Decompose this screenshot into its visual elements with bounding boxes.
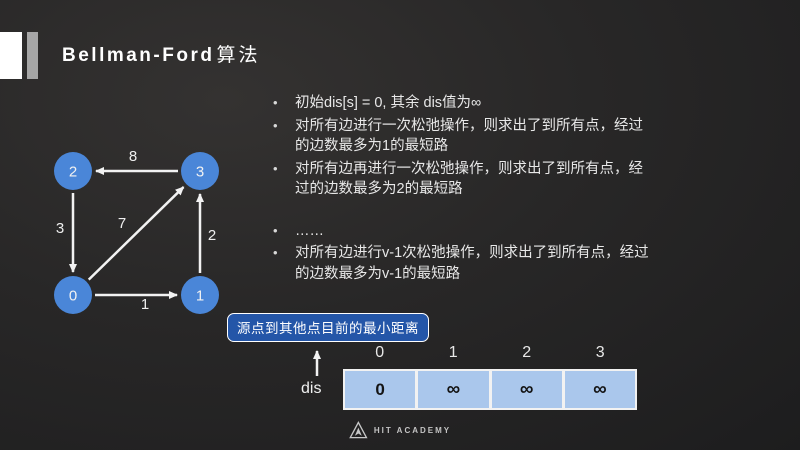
dis-index-3: 3: [595, 344, 605, 361]
dis-index-row: 0 1 2 3: [343, 344, 637, 362]
page-title-cn: 算法: [216, 45, 261, 66]
bullet-item-0: 初始dis[s] = 0, 其余 dis值为∞: [269, 93, 651, 114]
graph-node-label-0: 0: [69, 288, 77, 305]
bullet-item-4: 对所有边进行v-1次松弛操作，则求出了到所有点，经过的边数最多为v-1的最短路: [269, 243, 651, 284]
dis-cell-3: ∞: [564, 371, 635, 408]
graph-node-0: [54, 276, 92, 314]
brand-name: HIT ACADEMY: [373, 426, 452, 435]
dis-index-2: 2: [522, 344, 532, 361]
edge-weight-3-2: 8: [129, 148, 137, 165]
edge-weight-0-1: 1: [141, 296, 149, 313]
dis-row-label: dis: [301, 380, 322, 397]
dis-index-1: 1: [448, 344, 458, 361]
dis-table: 0∞∞∞: [343, 369, 637, 410]
page-title-en: Bellman-Ford: [62, 45, 215, 66]
title-accent-block: [0, 32, 22, 79]
graph-node-label-3: 3: [196, 164, 204, 181]
dis-cell-2: ∞: [491, 371, 562, 408]
graph-node-3: [181, 152, 219, 190]
dis-cell-1: ∞: [418, 371, 489, 408]
edge-weight-0-3: 7: [118, 215, 126, 232]
edge-weight-1-3: 2: [208, 227, 216, 244]
edge-0-to-3: [87, 186, 185, 281]
graph-node-2: [54, 152, 92, 190]
dis-index-0: 0: [375, 344, 385, 361]
bullet-item-1: 对所有边进行一次松弛操作，则求出了到所有点，经过的边数最多为1的最短路: [269, 116, 651, 157]
bullet-list: 初始dis[s] = 0, 其余 dis值为∞对所有边进行一次松弛操作，则求出了…: [269, 93, 651, 286]
edge-weight-2-0: 3: [56, 220, 64, 237]
graph-node-1: [181, 276, 219, 314]
bullet-item-3: ……: [269, 221, 651, 242]
bullet-item-2: 对所有边再进行一次松弛操作，则求出了到所有点，经过的边数最多为2的最短路: [269, 159, 651, 200]
footer-logo: HIT ACADEMY: [349, 421, 451, 440]
min-distance-label: 源点到其他点目前的最小距离: [227, 313, 429, 342]
graph-node-label-2: 2: [69, 164, 77, 181]
graph-node-label-1: 1: [196, 288, 204, 305]
brand-mountain-icon: [349, 421, 368, 439]
title-accent-bar: [27, 32, 38, 79]
dis-cell-0: 0: [345, 371, 416, 408]
